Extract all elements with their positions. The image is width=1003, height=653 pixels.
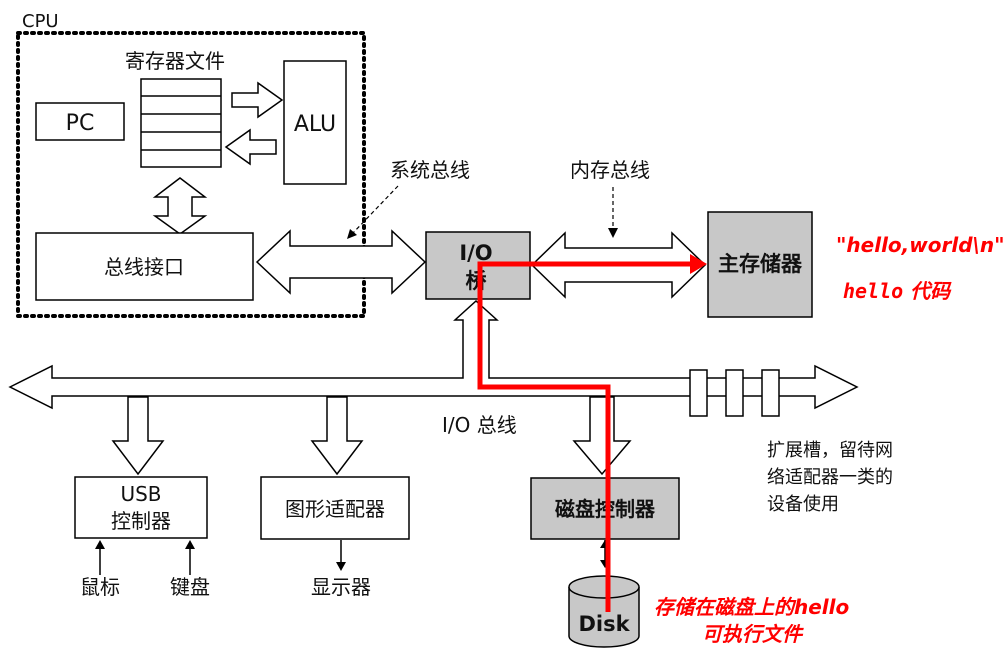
alu-label: ALU [294, 112, 336, 137]
graphics-adapter-label: 图形适配器 [285, 497, 385, 521]
usb-controller [74, 476, 208, 539]
pc-register [35, 102, 125, 141]
system-bus-arrow [255, 229, 427, 295]
bus-interface [35, 232, 254, 301]
system-bus-pointer-head [347, 229, 357, 239]
keyboard-input-head [185, 540, 195, 549]
memory-bus-label: 内存总线 [570, 158, 650, 182]
mouse-label: 鼠标 [80, 575, 120, 599]
display-label: 显示器 [311, 575, 371, 599]
hello-code-suffix: 代码 [903, 279, 952, 303]
disk-controller [530, 477, 680, 540]
usb-controller-label-line1: USB [120, 482, 161, 506]
register-file [140, 78, 222, 168]
stored-on-disk-annotation-line1: 存储在磁盘上的hello [654, 595, 850, 619]
main-memory-label: 主存储器 [718, 252, 803, 276]
io-bus-label: I/O 总线 [442, 413, 517, 437]
graphics-adapter [260, 476, 410, 540]
stored-on-disk-annotation-line2: 可执行文件 [702, 622, 804, 646]
usb-controller-label-line2: 控制器 [111, 509, 171, 533]
expansion-note-line2: 络适配器一类的 [767, 467, 893, 488]
bus-interface-label: 总线接口 [104, 255, 184, 279]
expansion-note-line3: 设备使用 [767, 494, 839, 515]
regfile-bus-interface-arrow [152, 177, 208, 235]
hello-code-annotation: hello 代码 [843, 279, 952, 303]
disk [568, 575, 640, 648]
hello-code-word: hello [843, 279, 903, 303]
hello-string-annotation: "hello,world\n" [836, 233, 1003, 257]
mouse-input-head [95, 540, 105, 549]
keyboard-label: 键盘 [170, 575, 210, 599]
disk-label: Disk [578, 612, 630, 636]
cpu-boundary [16, 31, 366, 318]
hello-load-path [477, 261, 695, 612]
alu [283, 60, 347, 185]
main-memory [707, 211, 813, 318]
cpu-label: CPU [22, 11, 59, 32]
alu-to-regfile-arrow [224, 128, 277, 166]
display-output-head [336, 562, 346, 571]
io-bus-arrow [8, 299, 859, 410]
regfile-to-alu-arrow [231, 81, 284, 119]
graphics-bus-arrow [310, 396, 364, 476]
expansion-note-line1: 扩展槽，留待网 [767, 440, 893, 461]
pc-label: PC [66, 111, 95, 136]
system-bus-label: 系统总线 [390, 158, 470, 182]
hello-load-path-arrowhead [690, 254, 707, 274]
usb-bus-arrow [111, 396, 165, 476]
register-file-label: 寄存器文件 [125, 49, 225, 73]
expansion-slots [689, 369, 780, 417]
memory-bus-pointer-head [608, 228, 618, 238]
io-bridge-label-line2: 桥 [466, 269, 488, 293]
system-bus-pointer [351, 185, 399, 235]
disk-controller-bus-arrow [572, 396, 632, 476]
io-bridge-label-line1: I/O [459, 241, 492, 265]
